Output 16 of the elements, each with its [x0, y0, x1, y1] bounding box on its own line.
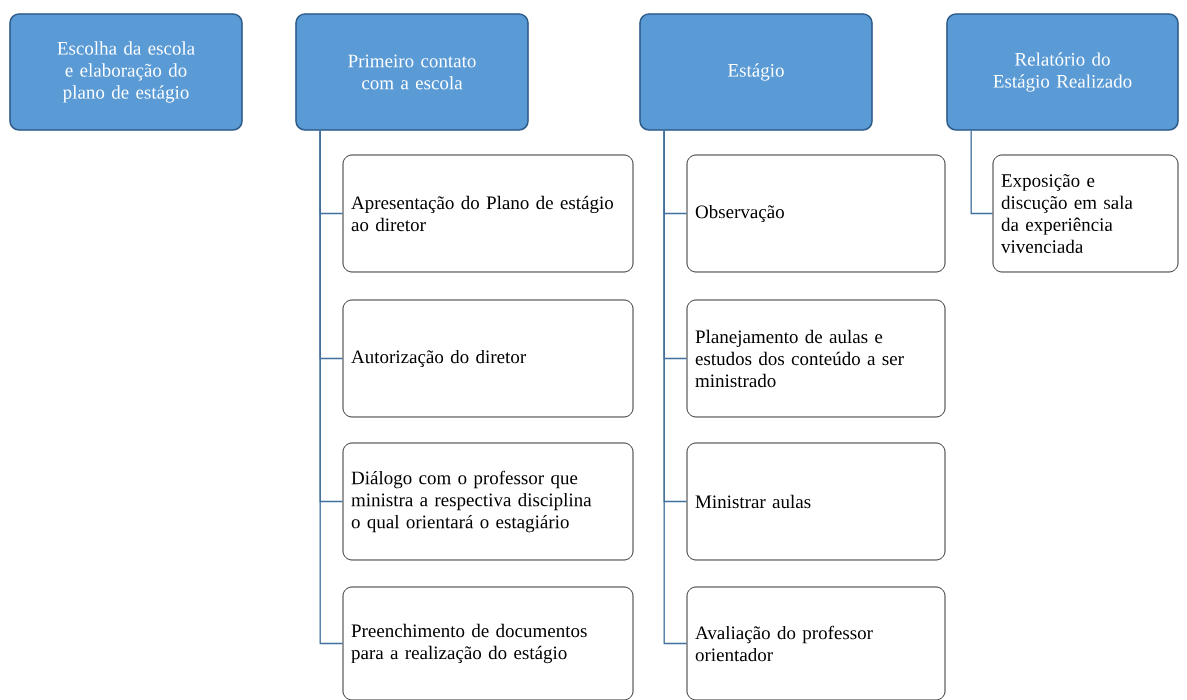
- stage-box: Relatório do Estágio Realizado: [946, 13, 1179, 131]
- stage-box: Primeiro contato com a escola: [295, 13, 529, 131]
- connector-line: [970, 130, 994, 215]
- connector-line: [663, 130, 688, 645]
- task-box: Avaliação do professor orientador: [686, 586, 946, 700]
- stage-box: Escolha da escola e elaboração do plano de estágio: [9, 13, 243, 131]
- task-box: Diálogo com o professor que ministra a respectiva disciplina o qual orientará o estagiário: [342, 442, 634, 561]
- connector-line: [319, 130, 344, 645]
- task-box: Preenchimento de documentos para a realização do estágio: [342, 586, 634, 700]
- task-box: Autorização do diretor: [342, 299, 634, 418]
- task-box: Ministrar aulas: [686, 442, 946, 561]
- stage-box: Estágio: [639, 13, 873, 131]
- task-box: Planejamento de aulas e estudos dos conteúdo a ser ministrado: [686, 299, 946, 418]
- task-box: Exposição e discução em sala da experiência vivenciada: [992, 154, 1179, 273]
- task-box: Observação: [686, 154, 946, 273]
- task-box: Apresentação do Plano de estágio ao diretor: [342, 154, 634, 273]
